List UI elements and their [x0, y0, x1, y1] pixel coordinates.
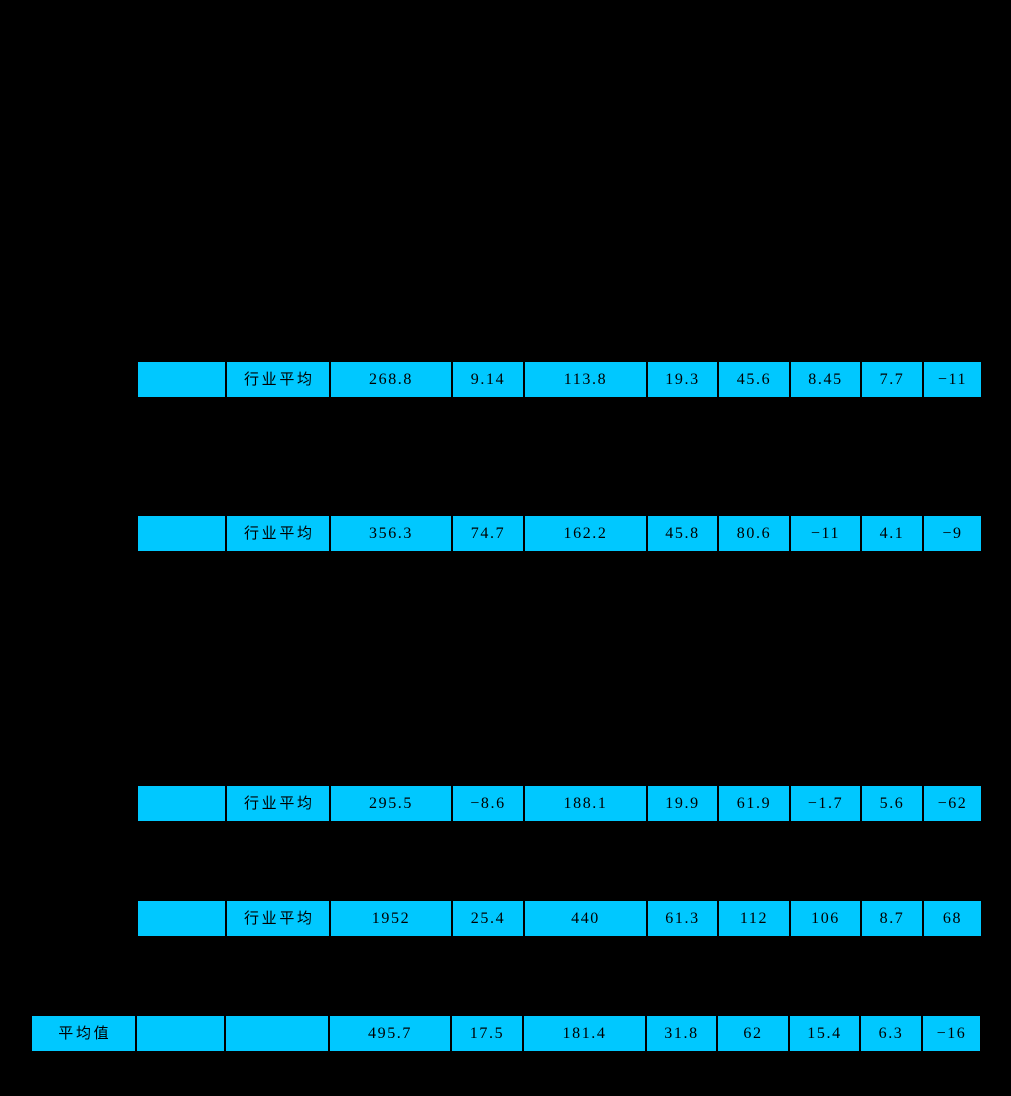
table-cell-value: 112 [718, 900, 790, 937]
table-cell-blank [137, 785, 226, 822]
table-cell-value: −16 [922, 1015, 981, 1052]
table-cell-value: 440 [524, 900, 647, 937]
table-cell-value: 162.2 [524, 515, 647, 552]
table-cell-blank [137, 900, 226, 937]
table-cell-value: 68 [923, 900, 982, 937]
table-cell-value: 45.8 [647, 515, 718, 552]
table-cell-row-label: 行业平均 [226, 900, 330, 937]
table-cell-value: 7.7 [861, 361, 923, 398]
table-cell-value: 19.9 [647, 785, 718, 822]
table-cell-row-label: 行业平均 [226, 515, 330, 552]
table-cell-value: 1952 [330, 900, 452, 937]
table-cell-row-label: 行业平均 [226, 361, 330, 398]
table-cell-value: 31.8 [646, 1015, 717, 1052]
table-cell-blank [136, 1015, 225, 1052]
table-row: 行业平均 1952 25.4 440 61.3 112 106 8.7 68 [137, 900, 982, 937]
table-cell-row-label: 行业平均 [226, 785, 330, 822]
table-cell-value: 17.5 [451, 1015, 523, 1052]
table-cell-value: 6.3 [860, 1015, 922, 1052]
table-cell-value: 74.7 [452, 515, 524, 552]
table-cell-blank [137, 515, 226, 552]
table-cell-value: 25.4 [452, 900, 524, 937]
table-cell-value: 356.3 [330, 515, 452, 552]
table-row-summary: 平均值 495.7 17.5 181.4 31.8 62 15.4 6.3 −1… [31, 1015, 982, 1052]
table-row: 行业平均 268.8 9.14 113.8 19.3 45.6 8.45 7.7… [137, 361, 982, 398]
table-cell-value: 9.14 [452, 361, 524, 398]
table-cell-value: 8.45 [790, 361, 861, 398]
table-cell-value: 45.6 [718, 361, 790, 398]
table-cell-value: −9 [923, 515, 982, 552]
table-cell-value: 181.4 [523, 1015, 646, 1052]
table-cell-blank [225, 1015, 329, 1052]
table-cell-value: −62 [923, 785, 982, 822]
table-cell-value: 106 [790, 900, 861, 937]
table-cell-value: 62 [717, 1015, 789, 1052]
table-cell-value: 61.3 [647, 900, 718, 937]
table-cell-value: 495.7 [329, 1015, 451, 1052]
table-cell-value: 19.3 [647, 361, 718, 398]
table-cell-value: 15.4 [789, 1015, 860, 1052]
table-cell-value: 188.1 [524, 785, 647, 822]
table-cell-value: −11 [790, 515, 861, 552]
table-cell-value: 5.6 [861, 785, 923, 822]
table-row: 行业平均 356.3 74.7 162.2 45.8 80.6 −11 4.1 … [137, 515, 982, 552]
table-cell-value: 80.6 [718, 515, 790, 552]
table-cell-value: −1.7 [790, 785, 861, 822]
table-cell-value: −8.6 [452, 785, 524, 822]
table-cell-value: −11 [923, 361, 982, 398]
table-cell-summary-label: 平均值 [31, 1015, 136, 1052]
table-cell-value: 61.9 [718, 785, 790, 822]
table-cell-value: 113.8 [524, 361, 647, 398]
table-row: 行业平均 295.5 −8.6 188.1 19.9 61.9 −1.7 5.6… [137, 785, 982, 822]
table-cell-blank [137, 361, 226, 398]
table-cell-value: 8.7 [861, 900, 923, 937]
table-cell-value: 4.1 [861, 515, 923, 552]
table-cell-value: 295.5 [330, 785, 452, 822]
table-cell-value: 268.8 [330, 361, 452, 398]
